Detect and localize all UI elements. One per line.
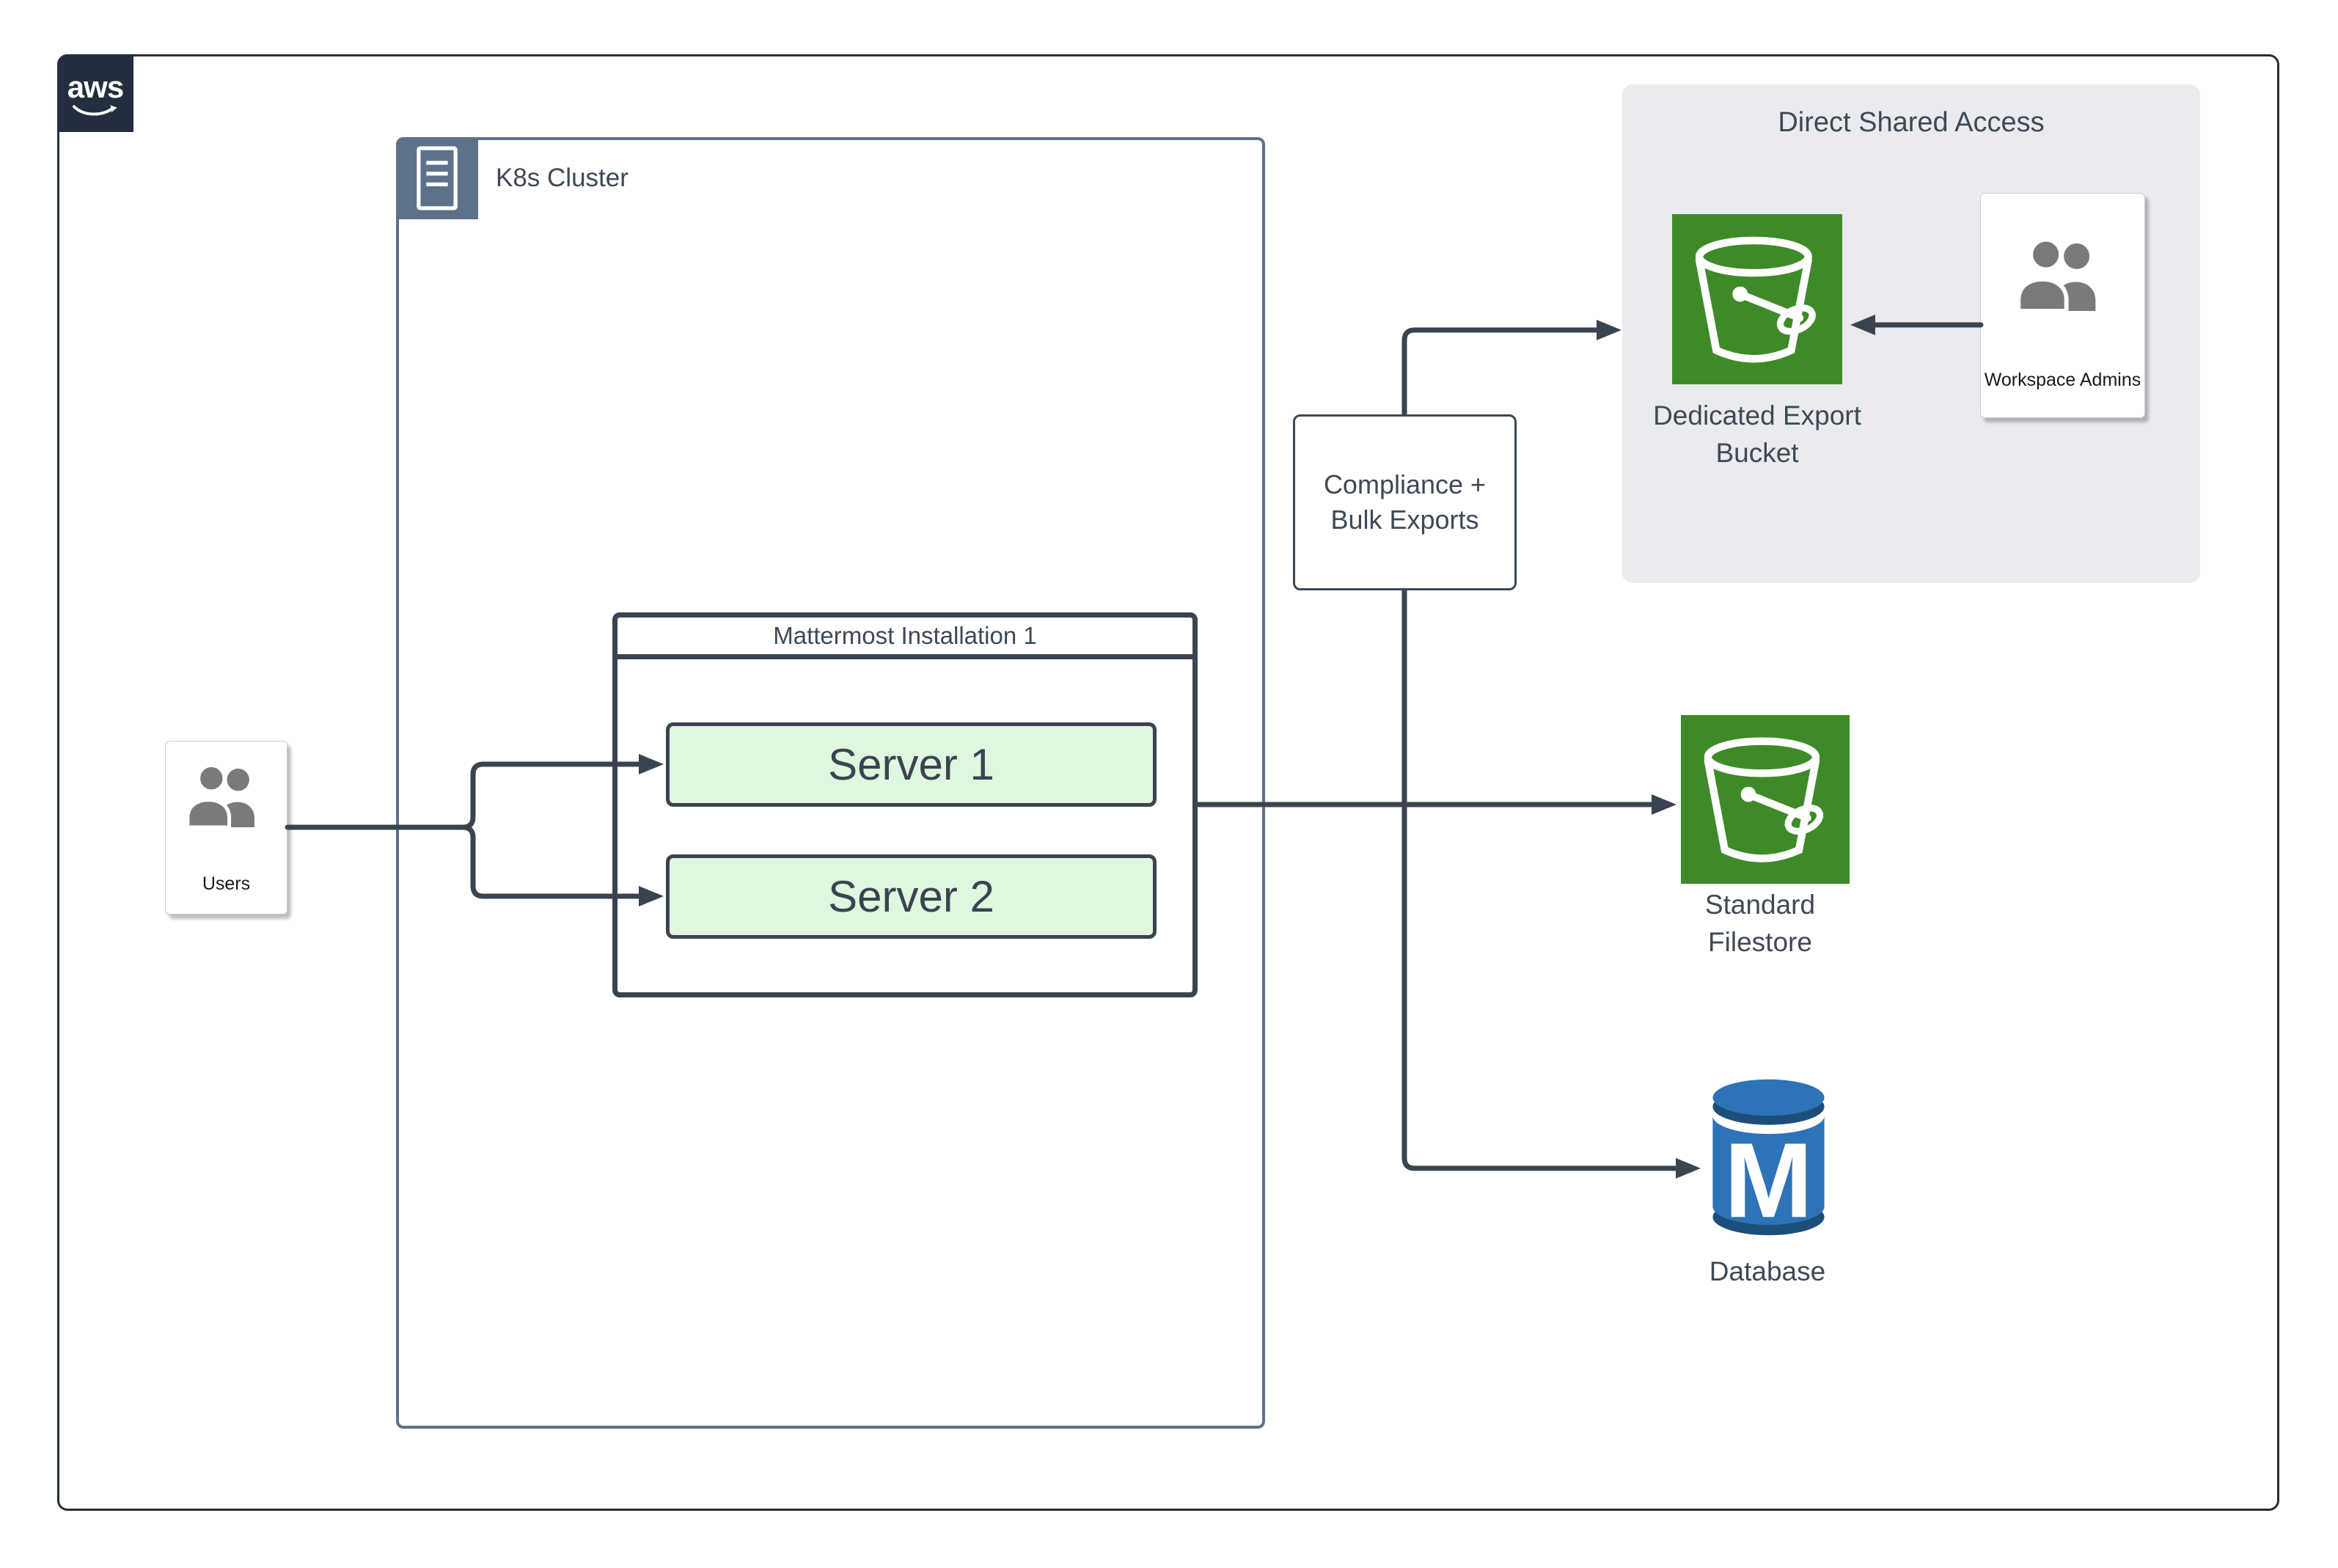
k8s-cluster-label: K8s Cluster	[496, 164, 629, 192]
workspace-admins-node: Workspace Admins	[1980, 193, 2145, 418]
users-people-icon	[180, 763, 273, 831]
database-node: M	[1704, 1077, 1833, 1239]
standard-filestore-node	[1681, 715, 1850, 884]
standard-filestore-label: Standard Filestore	[1704, 890, 1816, 958]
database-cylinder-icon: M	[1712, 1079, 1825, 1239]
k8s-cluster-badge	[396, 137, 478, 219]
server-1-node: Server 1	[666, 722, 1157, 807]
workspace-admins-people-icon	[2012, 237, 2114, 315]
database-label: Database	[1709, 1256, 1826, 1286]
server-2-node: Server 2	[666, 854, 1157, 939]
aws-cloud-boundary	[57, 54, 2279, 1511]
compliance-label: Compliance + Bulk Exports	[1323, 469, 1487, 535]
aws-logo-text: aws	[67, 70, 124, 104]
users-label: Users	[202, 873, 251, 894]
direct-shared-access-title: Direct Shared Access	[1778, 107, 2045, 138]
server-2-label: Server 2	[828, 872, 994, 921]
dedicated-export-bucket-node	[1672, 214, 1842, 384]
server-1-label: Server 1	[828, 740, 994, 789]
dedicated-export-bucket-label: Dedicated Export Bucket	[1653, 400, 1861, 469]
s3-bucket-icon	[1704, 737, 1824, 862]
aws-smile-icon	[72, 105, 117, 116]
k8s-cluster-container	[396, 137, 1265, 1429]
users-node: Users	[165, 741, 287, 915]
s3-bucket-icon	[1695, 236, 1816, 363]
server-rack-icon	[417, 146, 458, 210]
compliance-bulk-exports-node: Compliance + Bulk Exports	[1293, 414, 1517, 590]
workspace-admins-label: Workspace Admins	[1984, 370, 2141, 390]
database-letter: M	[1724, 1121, 1813, 1238]
mattermost-installation-title: Mattermost Installation 1	[618, 618, 1192, 659]
aws-logo-badge: aws	[57, 54, 133, 132]
